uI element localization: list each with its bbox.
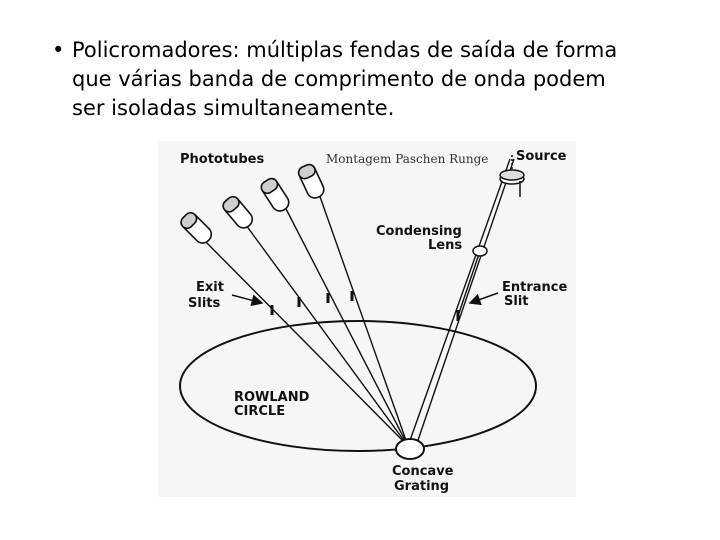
- label-arrows: [231, 292, 499, 307]
- diagram-title: Montagem Paschen Runge: [326, 152, 488, 166]
- diagram-svg: Phototubes Montagem Paschen Runge Source…: [179, 149, 567, 494]
- phototube-4: [297, 163, 325, 199]
- paschen-runge-diagram: Phototubes Montagem Paschen Runge Source…: [158, 141, 576, 497]
- ray-source-right: [415, 158, 515, 447]
- bullet-line-1: Policromadores: múltiplas fendas de saíd…: [72, 38, 618, 62]
- label-entrance-line1: Entrance: [502, 280, 567, 295]
- phototubes: [180, 163, 325, 244]
- exit-slits: [270, 291, 354, 315]
- light-rays: [199, 158, 515, 447]
- label-grating-line2: Grating: [394, 479, 449, 494]
- label-phototubes: Phototubes: [180, 152, 264, 167]
- label-grating-line1: Concave: [392, 464, 454, 479]
- condensing-lens: [472, 245, 488, 257]
- ray-to-phototube-1: [199, 235, 409, 447]
- slide-text-block: • Policromadores: múltiplas fendas de sa…: [52, 36, 692, 123]
- ray-entrance: [457, 250, 481, 317]
- bullet-text: Policromadores: múltiplas fendas de saíd…: [72, 36, 692, 123]
- label-rowland-line1: ROWLAND: [234, 390, 310, 405]
- label-rowland-line2: CIRCLE: [234, 404, 285, 419]
- ray-source-left: [407, 158, 511, 447]
- bullet-line-3: ser isoladas simultaneamente.: [72, 96, 395, 120]
- bullet-item: • Policromadores: múltiplas fendas de sa…: [52, 36, 692, 123]
- phototube-1: [180, 211, 213, 244]
- label-exit-line1: Exit: [196, 280, 224, 295]
- concave-grating: [395, 438, 425, 460]
- label-exit-line2: Slits: [188, 296, 220, 311]
- ray-to-phototube-3: [282, 202, 409, 447]
- ray-to-phototube-2: [242, 220, 409, 447]
- label-source: Source: [516, 149, 567, 164]
- entrance-slit-arrow: [468, 292, 499, 306]
- label-condensing-line2: Lens: [428, 238, 462, 253]
- phototube-3: [260, 177, 290, 212]
- label-entrance-line2: Slit: [504, 294, 529, 309]
- phototube-2: [222, 195, 254, 229]
- bullet-line-2: que várias banda de comprimento de onda …: [72, 67, 606, 91]
- label-condensing-line1: Condensing: [376, 224, 462, 239]
- ray-to-phototube-4: [317, 190, 409, 447]
- rowland-circle: [179, 320, 537, 452]
- source-lamp: [499, 155, 525, 197]
- exit-slits-arrow: [231, 294, 264, 307]
- bullet-glyph: •: [52, 38, 65, 62]
